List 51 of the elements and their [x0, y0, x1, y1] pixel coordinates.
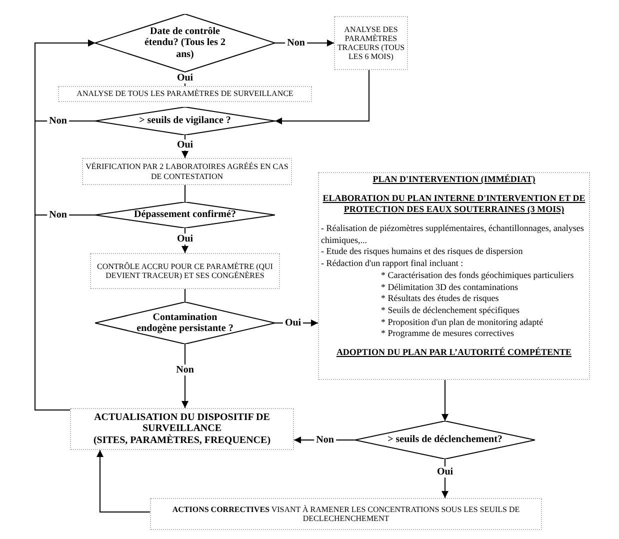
- edge-label: Oui: [282, 318, 304, 328]
- decision-diamond: [95, 14, 275, 72]
- process-box: [58, 86, 312, 102]
- list-item: - Réalisation de piézomètres supplémentaires, échantillonnages, analyses chimiques,...: [321, 223, 585, 246]
- edge-label: Non: [47, 116, 69, 126]
- edge-label: Oui: [174, 140, 196, 150]
- heading: ADOPTION DU PLAN PAR L’AUTORITÉ COMPÉTENTE: [335, 346, 573, 359]
- arrow: [34, 40, 96, 410]
- box-text: CONTRÔLE ACCRU POUR CE PARAMÈTRE (QUI DEVIENT TRACEUR) ET SES CONGÉNÈRES: [96, 262, 274, 280]
- process-box: [150, 498, 542, 530]
- list-item: - Etude des risques humains et des risques de dispersion: [321, 246, 524, 258]
- edge-label: Non: [174, 364, 196, 376]
- list-item: * Caractérisation des fonds géochimiques particuliers: [380, 270, 575, 282]
- process-box: [82, 158, 292, 185]
- list-item: * Délimitation 3D des contaminations: [380, 282, 519, 294]
- list-item: * Seuils de déclenchement spécifiques: [380, 304, 520, 317]
- decision-text: Date de contrôle étendu? (Tous les 2 ans): [143, 26, 227, 60]
- box-text: ACTIONS CORRECTIVES VISANT À RAMENER LES CONCENTRATIONS SOUS LES SEUILS DE DECLECHENCHEMENT: [171, 504, 521, 524]
- edge-label: Non: [47, 210, 69, 220]
- process-box: [318, 172, 590, 380]
- decision-diamond: [95, 302, 275, 344]
- decision-text: Dépassement confirmé?: [134, 209, 236, 221]
- list-item: * Programme de mesures correctives: [380, 328, 515, 340]
- decision-diamond: [95, 202, 275, 228]
- list-item: - Rédaction d'un rapport final incluant :: [321, 258, 464, 270]
- edge-label: Non: [285, 38, 307, 48]
- edge-label: Oui: [174, 72, 196, 84]
- box-text: ACTUALISATION DU DISPOSITIF DE SURVEILLANCE: [93, 412, 271, 434]
- box-text: VÉRIFICATION PAR 2 LABORATOIRES AGRÉÉS EN CAS DE CONTESTATION: [85, 162, 289, 181]
- decision-text: > seuils de vigilance ?: [139, 115, 231, 127]
- heading: ELABORATION DU PLAN INTERNE D'INTERVENTION ET DE PROTECTION DES EAUX SOUTERRAINES (3 MOIS): [322, 192, 586, 216]
- decision-diamond: [95, 107, 275, 135]
- decision-text: > seuils de déclenchement?: [388, 434, 502, 446]
- list-item: * Proposition d'un plan de monitoring adapté: [380, 316, 544, 328]
- box-text: ANALYSE DES PARAMÈTRES TRACEURS (TOUS LES 6 MOIS): [337, 24, 405, 62]
- decision-diamond: [355, 421, 535, 459]
- edge-label: Non: [314, 434, 336, 446]
- box-text: ANALYSE DE TOUS LES PARAMÈTRES DE SURVEILLANCE: [76, 89, 294, 99]
- box-text: (SITES, PARAMÈTRES, FREQUENCE): [93, 434, 271, 446]
- arrow: [442, 380, 448, 422]
- edge-label: Oui: [174, 234, 196, 244]
- process-box: [90, 253, 280, 289]
- list-item: * Résultats des études de risques: [380, 293, 500, 305]
- process-box: [70, 408, 294, 450]
- arrow: [182, 344, 188, 408]
- decision-text: Contamination endogène persistante ?: [136, 312, 234, 334]
- edge-label: Oui: [434, 466, 456, 478]
- arrow: [96, 450, 150, 512]
- process-box: [334, 16, 408, 70]
- arrow: [274, 70, 370, 124]
- heading: PLAN D'INTERVENTION (IMMÉDIAT): [372, 174, 536, 186]
